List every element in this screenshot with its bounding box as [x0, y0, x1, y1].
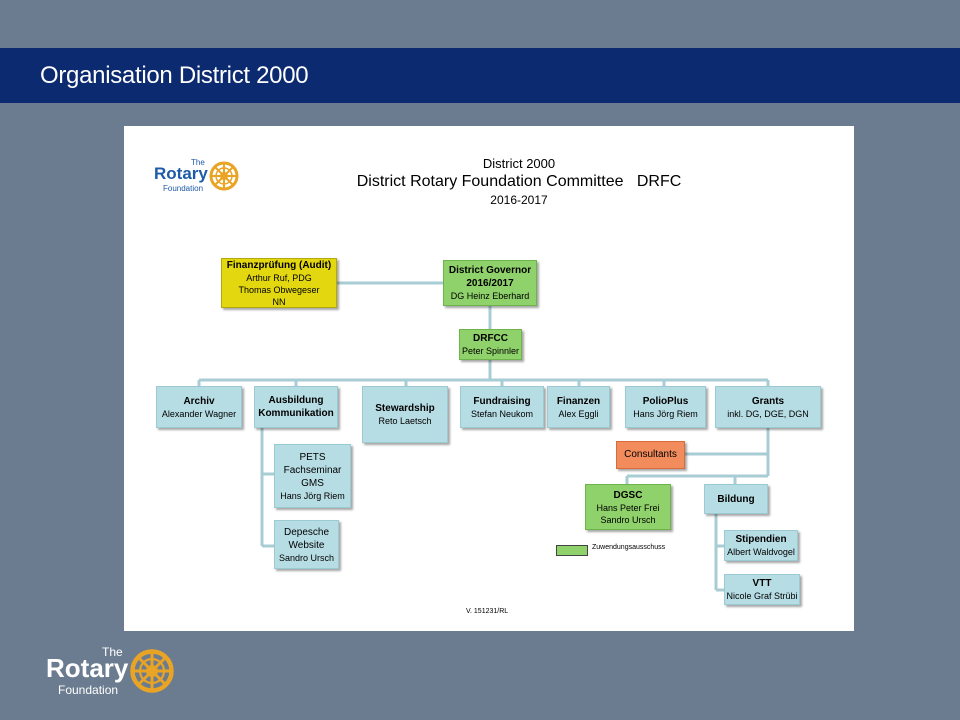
finanzen-title: Finanzen [556, 395, 601, 407]
ausbildung-title2: Kommunikation [258, 408, 334, 419]
footer-logo-rotary: Rotary [46, 653, 129, 683]
audit-member-2: Thomas Obwegeser [238, 284, 320, 295]
audit-title: Finanzprüfung (Audit) [226, 259, 332, 271]
dgsc-member-1: Hans Peter Frei [596, 502, 660, 513]
bildung-title: Bildung [717, 493, 755, 505]
governor-box: District Governor 2016/2017 DG Heinz Ebe… [443, 260, 537, 306]
archiv-name: Alexander Wagner [161, 408, 237, 419]
polioplus-title: PolioPlus [642, 395, 689, 407]
rotary-foundation-logo: The Rotary Foundation [154, 158, 244, 198]
polioplus-name: Hans Jörg Riem [633, 408, 698, 419]
slide-title: Organisation District 2000 [40, 62, 309, 89]
vtt-name: Nicole Graf Strübi [726, 591, 798, 601]
title-bar [0, 48, 960, 103]
connector-lines [197, 281, 770, 592]
consultants-box: Consultants [616, 441, 685, 469]
pets-line1: PETS [299, 451, 326, 463]
rotary-wheel-icon [209, 161, 239, 191]
audit-member-3: NN [272, 296, 286, 307]
pets-line2: Fachseminar [283, 464, 342, 476]
finanzen-name: Alex Eggli [558, 408, 599, 419]
drfcc-title: DRFCC [473, 333, 508, 344]
depesche-line2: Website [288, 539, 325, 551]
stewardship-name: Reto Laetsch [378, 416, 432, 426]
logo-foundation: Foundation [163, 184, 204, 193]
fundraising-title: Fundraising [473, 395, 531, 407]
bildung-box: Bildung [704, 484, 768, 514]
dgsc-box: DGSC Hans Peter Frei Sandro Ursch [585, 484, 671, 530]
logo-the: The [191, 158, 205, 167]
pets-line3: GMS [301, 477, 324, 489]
version-label: V. 151231/RL [466, 608, 509, 615]
archiv-title: Archiv [183, 395, 215, 407]
stipendien-name: Albert Waldvogel [727, 547, 795, 557]
grants-box: Grants inkl. DG, DGE, DGN [715, 386, 821, 428]
depesche-name: Sandro Ursch [278, 552, 335, 563]
drfcc-name: Peter Spinnler [461, 346, 520, 356]
vtt-box: VTT Nicole Graf Strübi [724, 574, 800, 605]
stewardship-title: Stewardship [375, 403, 435, 414]
finanzen-box: Finanzen Alex Eggli [547, 386, 610, 428]
archiv-box: Archiv Alexander Wagner [156, 386, 242, 428]
pets-name: Hans Jörg Riem [280, 490, 345, 501]
stewardship-box: Stewardship Reto Laetsch [362, 386, 448, 443]
org-chart-panel: The Rotary Foundation District 2000 Dist… [124, 126, 854, 631]
polioplus-box: PolioPlus Hans Jörg Riem [625, 386, 706, 428]
chart-heading-line2: District Rotary Foundation Committee DRF… [356, 173, 682, 190]
grants-note: inkl. DG, DGE, DGN [727, 408, 809, 419]
drfcc-box: DRFCC Peter Spinnler [459, 329, 522, 360]
fundraising-box: Fundraising Stefan Neukom [460, 386, 544, 428]
footer-rotary-wheel-icon [130, 649, 174, 693]
governor-name: DG Heinz Eberhard [450, 291, 530, 301]
governor-title: District Governor [448, 265, 532, 276]
governor-year: 2016/2017 [466, 278, 514, 289]
footer-rotary-logo: The Rotary Foundation [46, 645, 181, 700]
stipendien-title: Stipendien [735, 534, 787, 545]
fundraising-name: Stefan Neukom [470, 408, 534, 419]
chart-heading-line3: 2016-2017 [490, 193, 548, 207]
depesche-line1: Depesche [283, 526, 330, 538]
dgsc-title: DGSC [613, 489, 643, 501]
vtt-title: VTT [752, 578, 772, 589]
audit-box: Finanzprüfung (Audit) Arthur Ruf, PDG Th… [221, 258, 337, 308]
depesche-box: Depesche Website Sandro Ursch [274, 520, 339, 569]
logo-rotary: Rotary [154, 164, 208, 183]
top-band [0, 0, 960, 49]
grants-title: Grants [751, 395, 785, 407]
chart-heading-line1: District 2000 [482, 156, 556, 171]
footer-logo-foundation: Foundation [58, 683, 119, 697]
audit-member-1: Arthur Ruf, PDG [246, 272, 312, 283]
legend-label: Zuwendungsausschuss [592, 544, 666, 551]
footer-logo-the: The [102, 645, 123, 659]
consultants-title: Consultants [624, 449, 677, 460]
ausbildung-title: Ausbildung [268, 395, 324, 406]
dgsc-member-2: Sandro Ursch [600, 514, 656, 525]
ausbildung-box: Ausbildung Kommunikation [254, 386, 338, 428]
pets-box: PETS Fachseminar GMS Hans Jörg Riem [274, 444, 351, 508]
stipendien-box: Stipendien Albert Waldvogel [724, 530, 798, 561]
legend-swatch [556, 545, 588, 556]
